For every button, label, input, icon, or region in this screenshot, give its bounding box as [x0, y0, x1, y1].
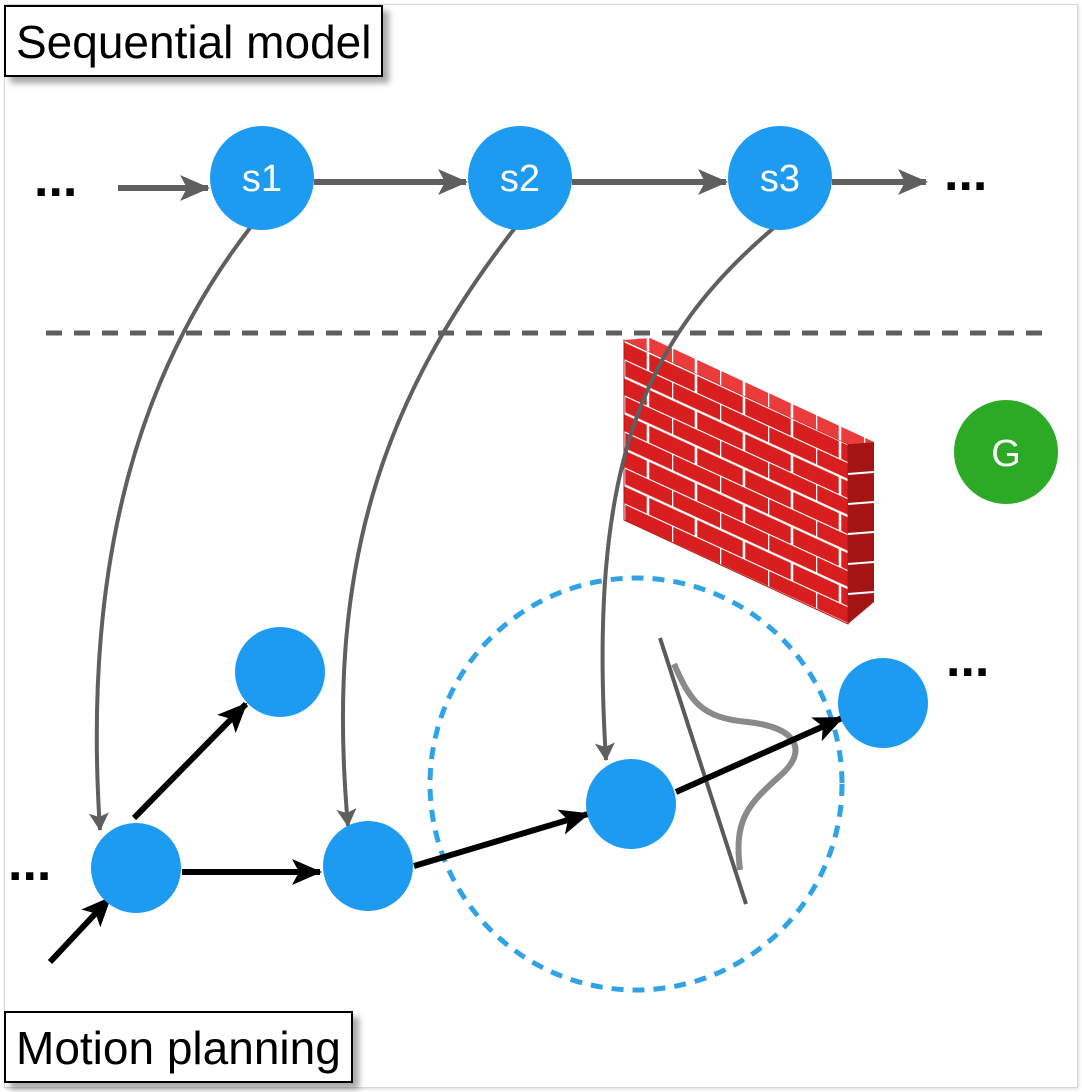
planner-node-c — [586, 759, 676, 849]
ellipsis-bottom-left: ... — [8, 834, 51, 892]
arrow-s1-to-node — [88, 226, 252, 831]
goal-label: G — [991, 433, 1021, 475]
ellipsis-top-right: ... — [944, 144, 987, 202]
brick-wall-icon — [623, 338, 875, 625]
ellipsis-top-left: ... — [34, 150, 77, 208]
planner-node-d — [838, 658, 928, 748]
arrow-node-c-to-node-d — [674, 715, 844, 795]
arrow-s3-to-node — [594, 224, 778, 761]
sequential-model-label: Sequential model — [4, 5, 384, 77]
motion-planning-label: Motion planning — [4, 1011, 353, 1083]
state-label-s2: s2 — [500, 158, 540, 200]
ellipsis-bottom-right: ... — [946, 630, 989, 688]
planner-node-a — [91, 823, 181, 913]
planner-node-b — [323, 821, 413, 911]
arrow-node-b-to-node-c — [413, 809, 590, 869]
state-label-s3: s3 — [760, 158, 800, 200]
state-node-s3: s3 — [728, 126, 832, 230]
arrow-into-node-a — [47, 895, 113, 965]
state-node-s1: s1 — [210, 126, 314, 230]
planner-node-branch — [235, 627, 325, 717]
sampling-region-circle — [427, 575, 845, 993]
arrow-s2-to-node — [336, 222, 520, 827]
arrow-node-a-to-branch — [131, 701, 249, 821]
state-node-s2: s2 — [468, 126, 572, 230]
figure-frame — [4, 4, 1078, 1088]
goal-node: G — [954, 400, 1058, 504]
state-label-s1: s1 — [242, 158, 282, 200]
